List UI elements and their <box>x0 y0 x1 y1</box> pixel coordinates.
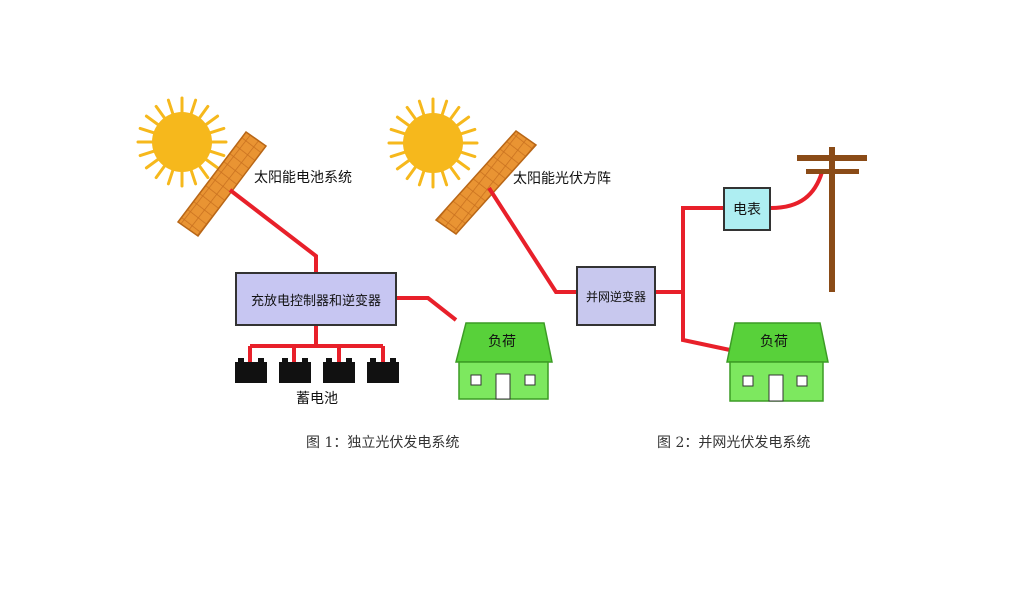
solar-cell-system-label: 太阳能电池系统 <box>254 170 352 186</box>
sun-icon <box>136 96 228 188</box>
battery-icon <box>323 358 355 383</box>
battery-icon <box>367 358 399 383</box>
electric-meter-label: 电表 <box>733 202 761 218</box>
solar-panel-icon <box>434 130 538 235</box>
wiring <box>228 188 458 362</box>
charge-controller-inverter-box: 充放电控制器和逆变器 <box>235 272 397 326</box>
battery-icon <box>279 358 311 383</box>
sun-icon <box>387 97 479 189</box>
solar-panel-icon <box>176 130 268 238</box>
load-label: 负荷 <box>488 334 516 350</box>
battery-label: 蓄电池 <box>296 391 338 407</box>
utility-pole-icon <box>797 147 867 292</box>
grid-inverter-label: 并网逆变器 <box>585 289 646 304</box>
figure-2-caption: 图 2：并网光伏发电系统 <box>657 435 811 451</box>
charge-controller-inverter-label: 充放电控制器和逆变器 <box>250 293 381 309</box>
pv-array-label: 太阳能光伏方阵 <box>513 171 611 187</box>
electric-meter-box: 电表 <box>723 187 771 231</box>
battery-bank <box>235 358 399 383</box>
figure-1-caption: 图 1：独立光伏发电系统 <box>306 435 460 451</box>
house-icon <box>726 322 829 402</box>
house-icon <box>455 322 553 400</box>
wiring <box>487 171 824 352</box>
load-label: 负荷 <box>760 334 788 350</box>
battery-icon <box>235 358 267 383</box>
grid-inverter-box: 并网逆变器 <box>576 266 656 326</box>
